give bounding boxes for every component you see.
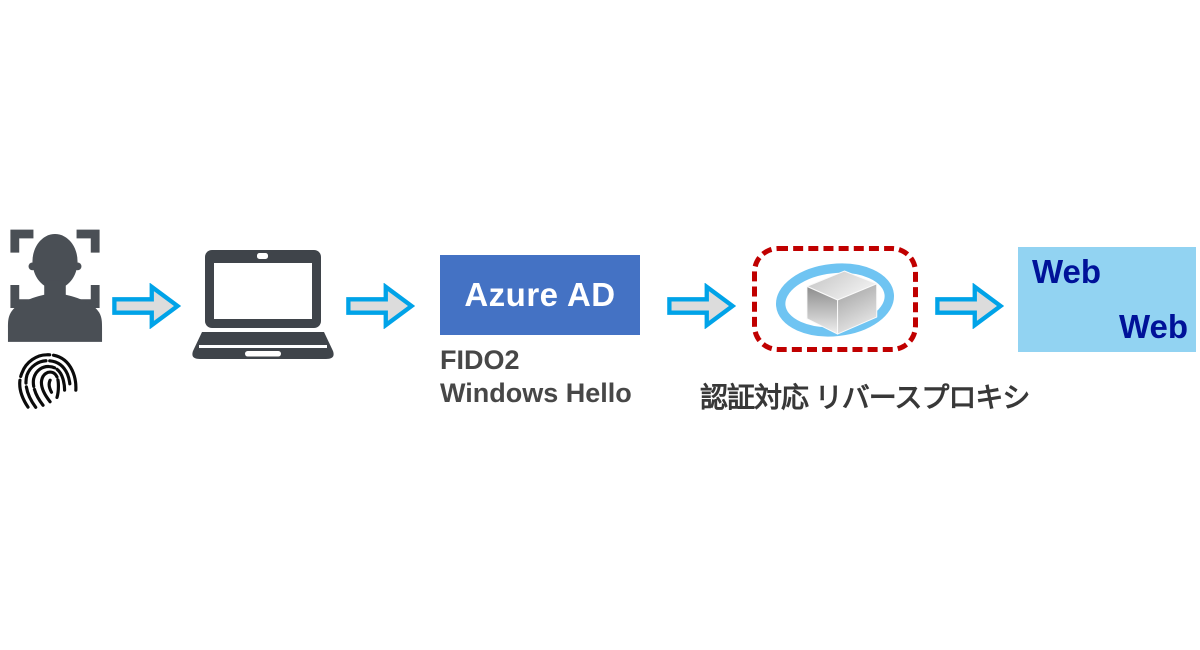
- web-servers-node: Web Web: [1018, 247, 1196, 352]
- azure-ad-label: Azure AD: [464, 276, 616, 313]
- flow-arrow-icon: [666, 283, 736, 329]
- flow-arrow-icon: [345, 283, 415, 329]
- proxy-caption: 認証対応 リバースプロキシ: [700, 382, 1030, 413]
- web-label-bottom: Web: [1118, 308, 1188, 345]
- fingerprint-icon: [12, 346, 82, 414]
- flow-arrow-icon: [111, 283, 181, 329]
- flow-arrow-icon: [934, 283, 1004, 329]
- proxy-highlight-frame: [752, 246, 918, 352]
- caption-fido2: FIDO2: [440, 345, 520, 375]
- azure-ad-caption: FIDO2 Windows Hello: [440, 344, 700, 410]
- cube-in-ring-icon: [760, 254, 910, 346]
- face-recognition-icon: [6, 224, 104, 344]
- laptop-icon: [188, 248, 338, 364]
- web-label-top: Web: [1032, 253, 1102, 290]
- azure-ad-node: Azure AD: [440, 255, 640, 335]
- caption-windows-hello: Windows Hello: [440, 377, 632, 408]
